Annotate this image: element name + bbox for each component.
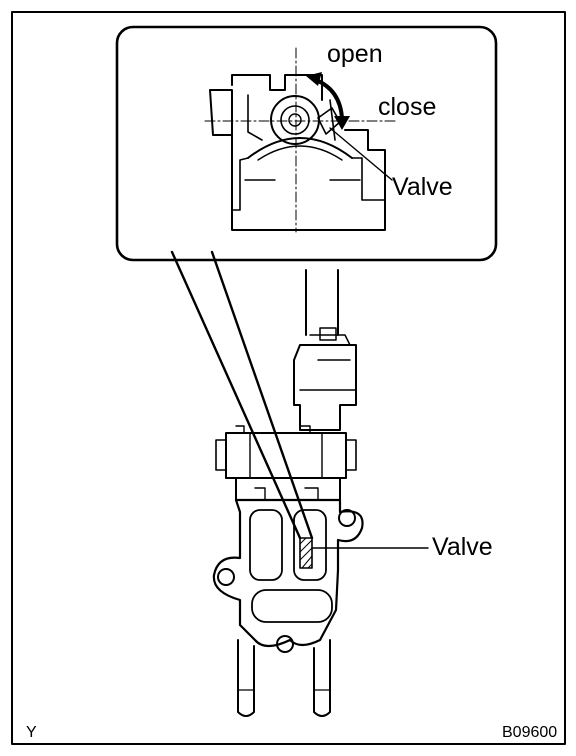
cavity-left bbox=[249, 509, 283, 581]
inset-housing-arc-inner bbox=[257, 145, 343, 161]
magnify-leader-left bbox=[170, 250, 302, 540]
main-housing bbox=[212, 498, 364, 648]
inset-frame bbox=[115, 25, 498, 262]
rotation-arrow bbox=[314, 78, 344, 120]
label-valve-main: Valve bbox=[432, 533, 493, 561]
cavity-right bbox=[293, 509, 327, 581]
connector-body bbox=[293, 344, 357, 431]
label-open: open bbox=[327, 40, 383, 68]
figure-id: B09600 bbox=[502, 724, 558, 741]
flange-plate bbox=[235, 477, 341, 501]
magnify-leader-right bbox=[210, 250, 314, 540]
pipe-left bbox=[237, 639, 255, 717]
motor-body bbox=[225, 432, 347, 479]
label-close: close bbox=[378, 93, 437, 121]
label-valve-detail: Valve bbox=[392, 173, 453, 201]
inset-inner-cup bbox=[247, 94, 336, 141]
mount-hole-right bbox=[338, 509, 356, 527]
inset-shaft-inner bbox=[280, 105, 310, 135]
inset-shaft-outer bbox=[270, 95, 320, 145]
inset-valve-leader bbox=[329, 127, 393, 181]
detail-inset bbox=[115, 25, 498, 262]
outer-frame bbox=[11, 11, 566, 745]
lower-bore bbox=[251, 589, 333, 623]
inset-housing-arc bbox=[247, 137, 353, 159]
valve-hatch bbox=[299, 537, 313, 569]
mount-hole-left bbox=[217, 568, 235, 586]
rotation-arrowhead-open bbox=[306, 72, 322, 86]
rotation-arrowhead-close bbox=[334, 116, 350, 130]
pipe-right bbox=[313, 639, 331, 717]
mount-hole-bottom bbox=[276, 635, 294, 653]
corner-code: Y bbox=[26, 724, 37, 741]
inset-shaft-core bbox=[288, 113, 302, 127]
valve-assembly bbox=[212, 269, 429, 717]
